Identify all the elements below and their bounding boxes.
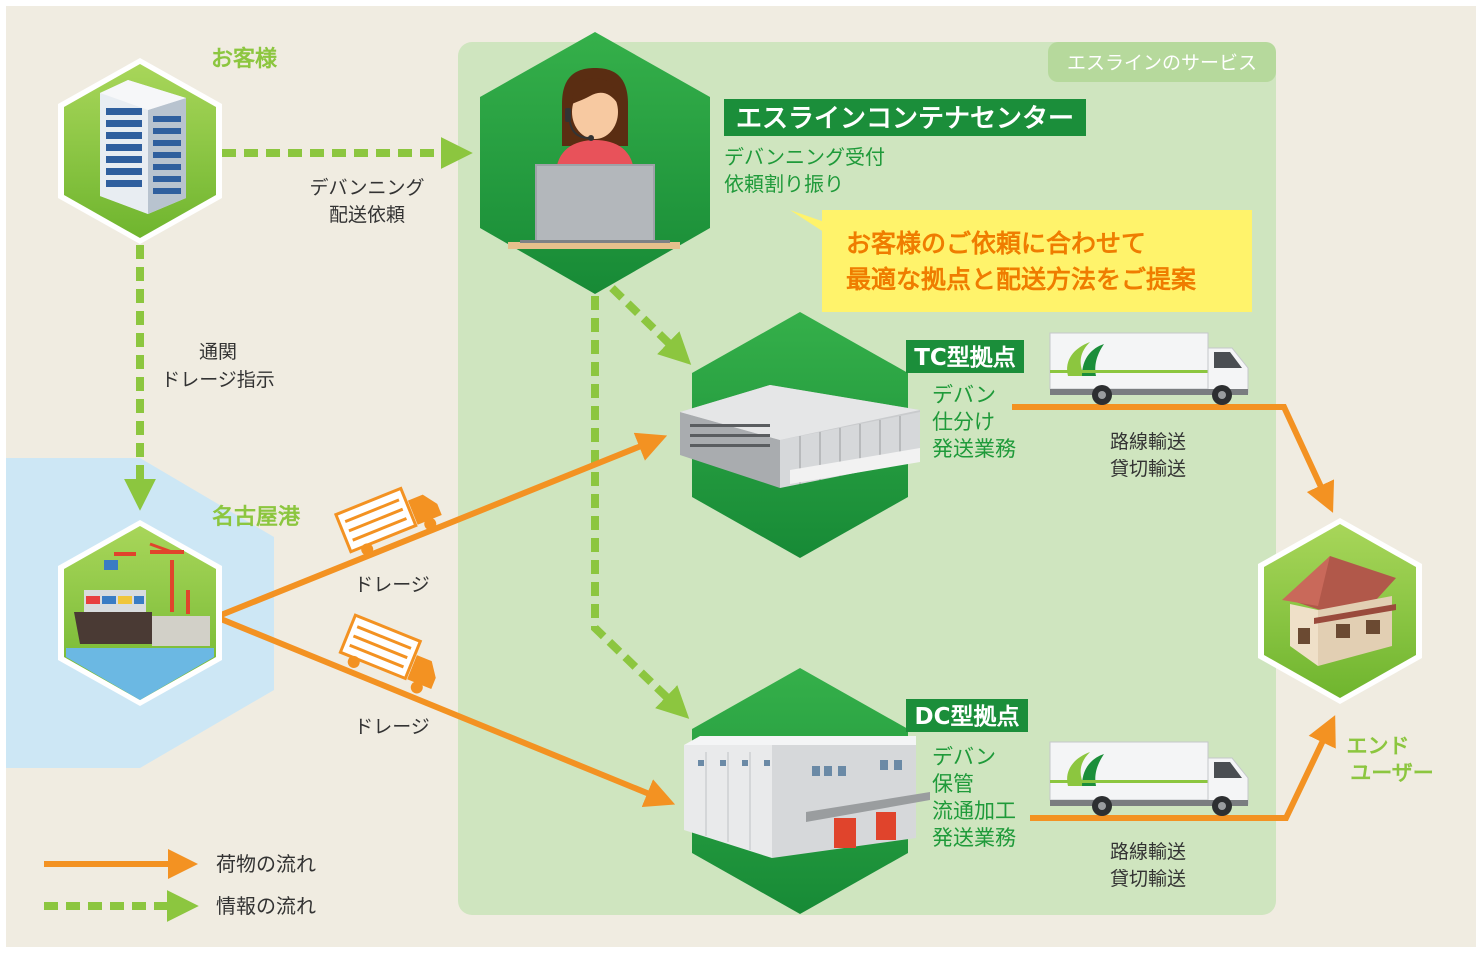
goods-arrow-tc-enduser: [1012, 404, 1335, 513]
tc-title: TC型拠点: [914, 345, 1016, 371]
legend-info-label: 情報の流れ: [216, 894, 316, 918]
drayage-label-bottom: ドレージ: [354, 716, 430, 738]
customer-label: お客様: [211, 46, 278, 72]
goods-flow-arrows: [214, 404, 1336, 821]
legend: 荷物の流れ 情報の流れ: [44, 849, 316, 922]
dc-truck-icon: [1049, 741, 1249, 816]
container-center-title: エスラインコンテナセンター: [736, 104, 1074, 134]
dc-line-2: 保管: [932, 772, 974, 796]
office-building-icon: [100, 80, 186, 214]
drayage-truck-top-icon: [333, 486, 442, 556]
operator-icon: [556, 68, 634, 175]
info-arrow-center-tc: [609, 285, 692, 365]
container-center-line-2: 依頼割り振り: [724, 172, 844, 196]
customer-center-label-1: デバンニング: [310, 177, 425, 199]
proposal-bubble: [790, 210, 1252, 312]
info-flow-arrows: [124, 137, 692, 719]
proposal-line-2: 最適な拠点と配送方法をご提案: [846, 265, 1197, 294]
container-ship-icon: [66, 542, 214, 700]
laptop-icon: [508, 164, 680, 249]
customer-node: [58, 58, 222, 244]
tc-line-3: 発送業務: [932, 437, 1016, 461]
port-label: 名古屋港: [212, 504, 301, 530]
tc-title-bg: [906, 340, 1024, 373]
customer-port-label-1: 通関: [199, 341, 237, 363]
end-user-line-2: ユーザー: [1350, 761, 1434, 785]
service-area-tag: [1048, 42, 1276, 82]
drayage-truck-bottom-icon: [338, 613, 436, 694]
dc-node: [684, 668, 930, 914]
goods-arrow-port-tc: [214, 432, 668, 620]
dc-line-1: デバン: [932, 745, 996, 769]
house-icon: [1282, 556, 1396, 666]
dc-transport-1: 路線輸送: [1110, 841, 1186, 863]
container-center-title-bg: [724, 99, 1086, 136]
service-area-label: エスラインのサービス: [1067, 52, 1257, 74]
dc-line-3: 流通加工: [932, 799, 1016, 823]
tc-transport-1: 路線輸送: [1110, 431, 1186, 453]
dc-title-bg: [906, 699, 1028, 732]
tc-node: [680, 312, 920, 558]
info-arrow-center-dc: [591, 296, 690, 719]
goods-arrow-port-dc: [214, 614, 676, 808]
customer-center-label-2: 配送依頼: [329, 204, 405, 226]
legend-goods-label: 荷物の流れ: [216, 852, 316, 876]
dc-warehouse-icon: [684, 736, 930, 858]
tc-line-2: 仕分け: [932, 410, 995, 434]
end-user-node: [1258, 518, 1422, 704]
drayage-label-top: ドレージ: [354, 574, 430, 596]
proposal-line-1: お客様のご依頼に合わせて: [846, 229, 1146, 258]
goods-arrow-dc-enduser: [1030, 715, 1336, 821]
tc-truck-icon: [1049, 332, 1249, 405]
end-user-line-1: エンド: [1347, 734, 1410, 758]
tc-line-1: デバン: [932, 383, 996, 407]
container-center-node: [480, 32, 710, 294]
container-center-line-1: デバンニング受付: [724, 145, 885, 169]
tc-transport-2: 貸切輸送: [1110, 458, 1186, 480]
customer-port-label-2: ドレージ指示: [161, 369, 275, 391]
tc-warehouse-icon: [680, 385, 920, 488]
port-node: [58, 520, 222, 706]
dc-title: DC型拠点: [915, 704, 1020, 730]
dc-transport-2: 貸切輸送: [1110, 868, 1186, 890]
dc-line-4: 発送業務: [932, 826, 1016, 850]
